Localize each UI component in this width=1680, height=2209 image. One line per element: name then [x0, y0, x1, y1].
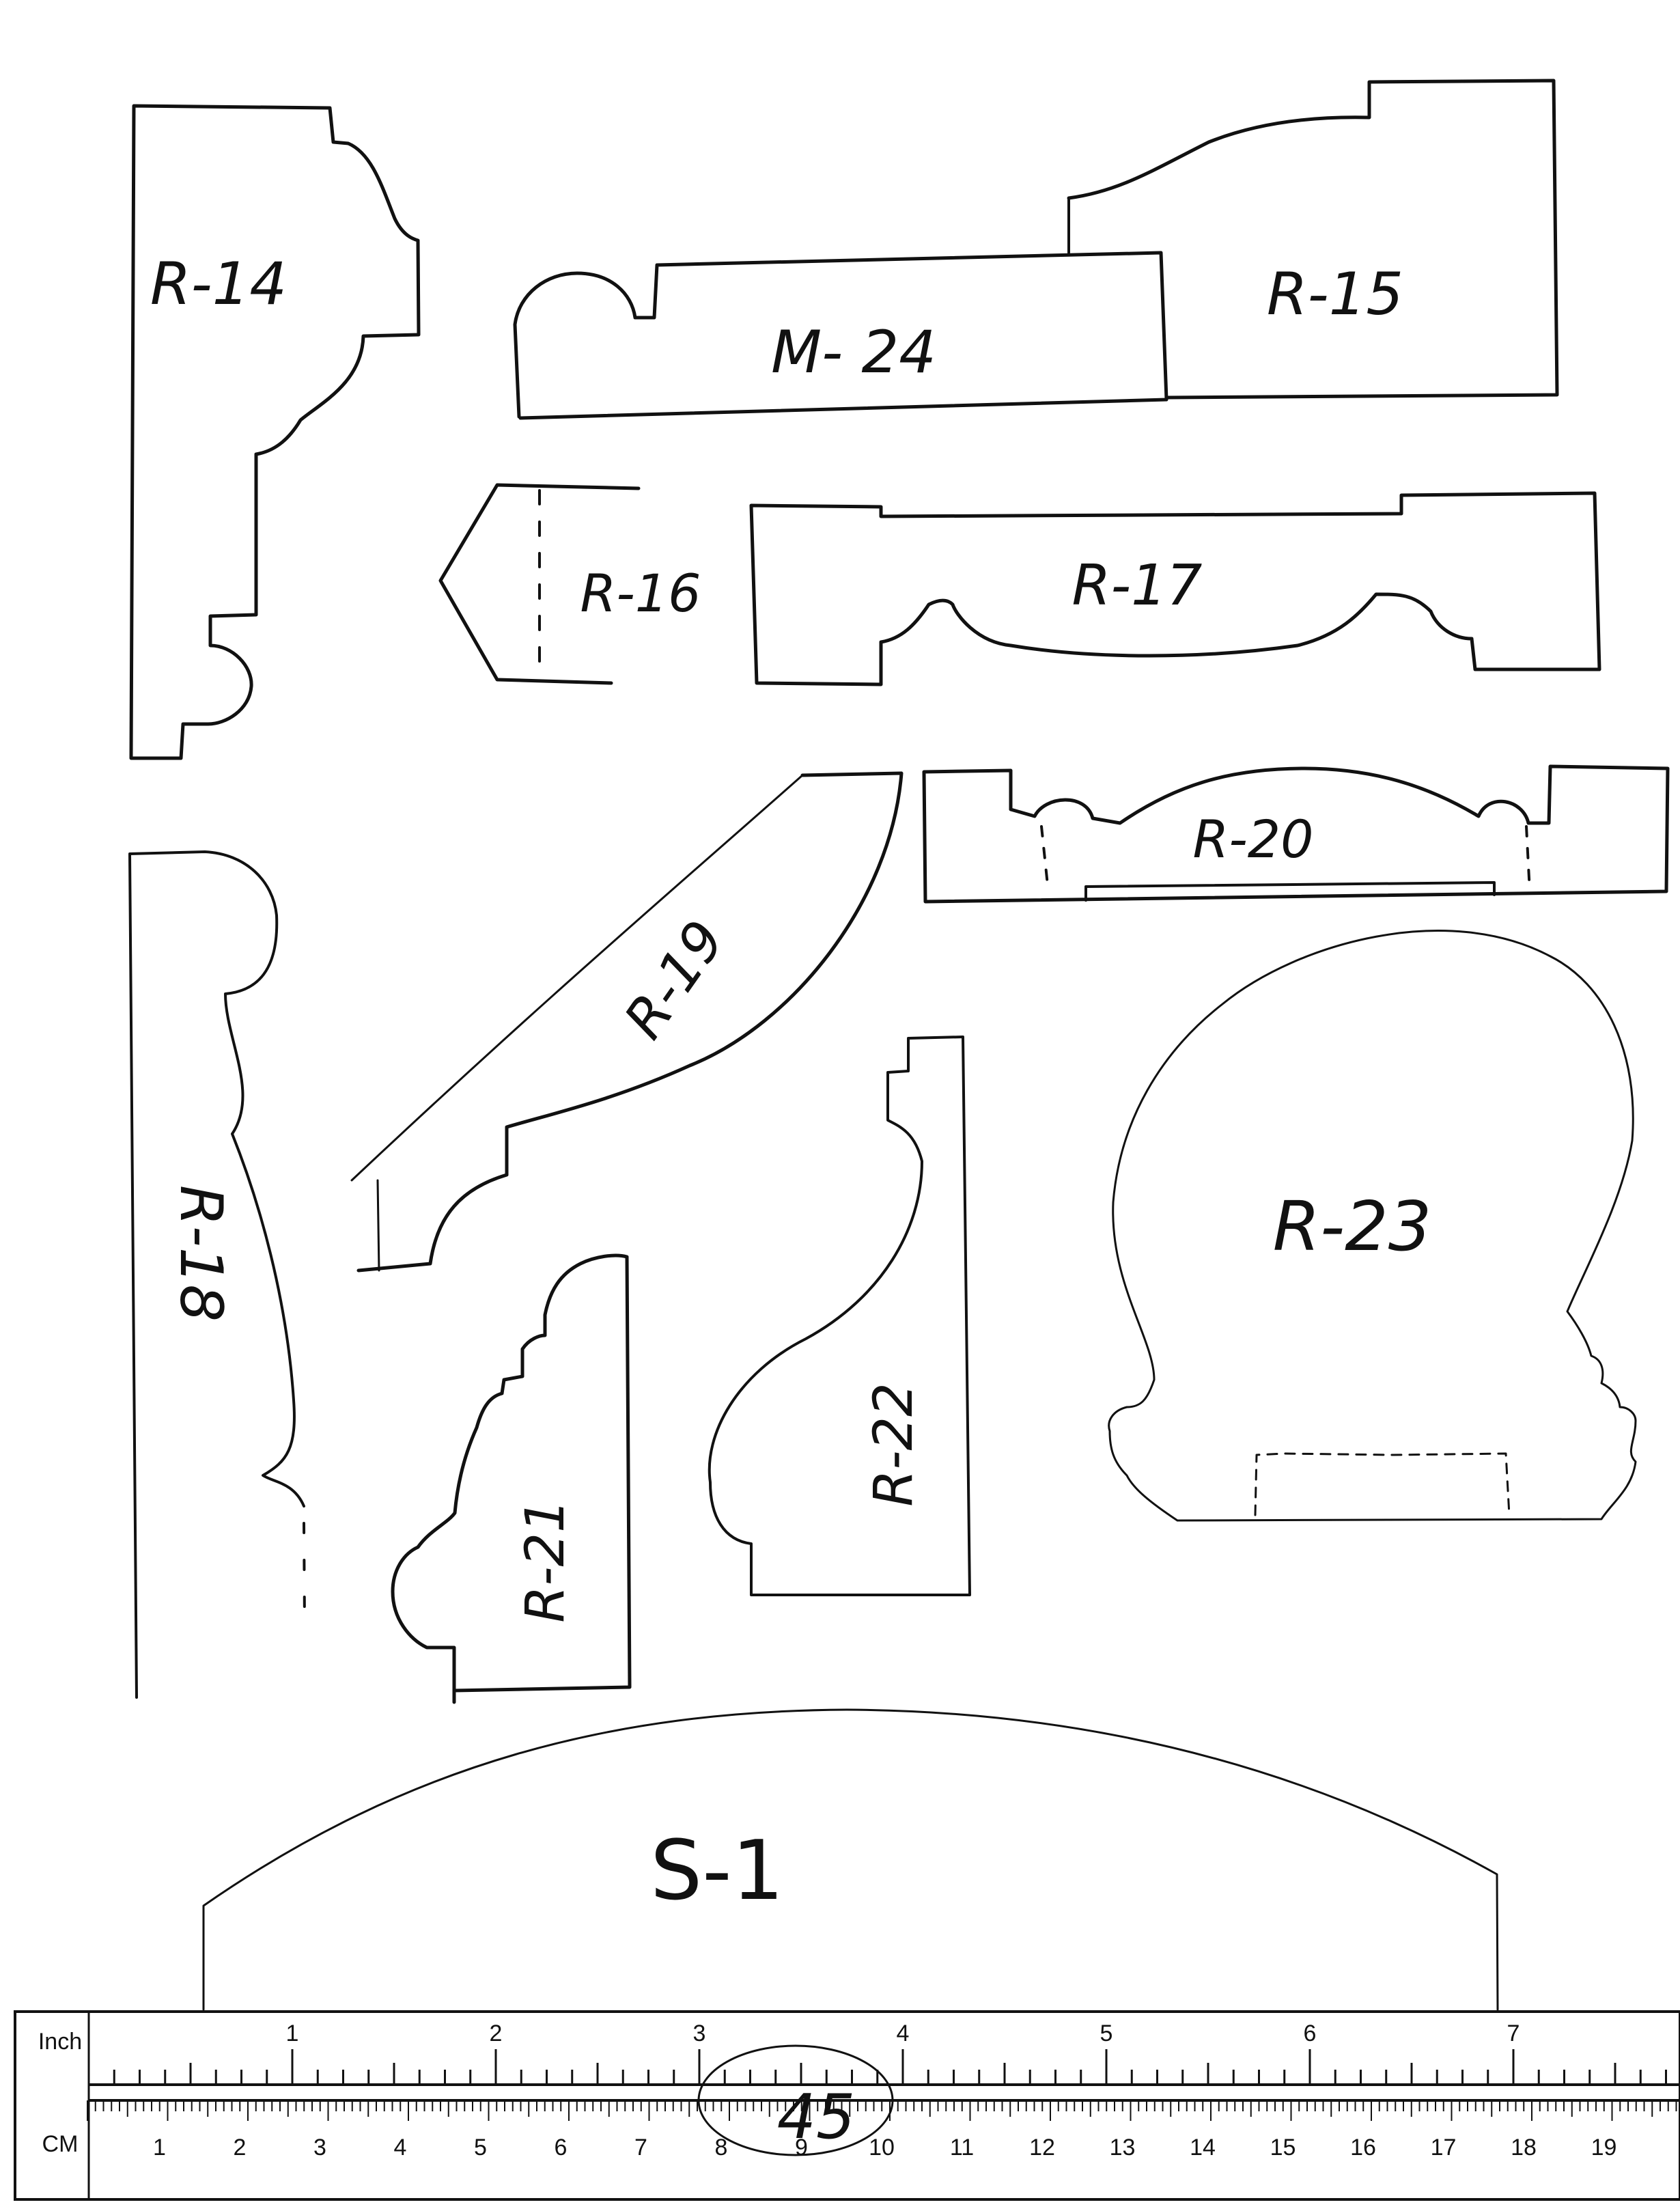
- ruler-cm-number: 18: [1511, 2135, 1537, 2161]
- profile-r20-inner-strip: [1084, 881, 1496, 902]
- profile-r14-outline: [129, 104, 421, 760]
- ruler-cm-number: 15: [1270, 2135, 1296, 2161]
- ruler-inch-number: 1: [286, 2020, 299, 2046]
- ruler-cm-number: 8: [715, 2135, 728, 2161]
- ruler-cm-number: 5: [474, 2135, 487, 2161]
- profile-r20-dashed-left: [1040, 825, 1050, 893]
- ruler-cm-ticks: [87, 2100, 1677, 2121]
- ruler-cm-label: CM: [42, 2131, 79, 2157]
- profile-r16-label: R-16: [580, 563, 701, 624]
- ruler-inch-number: 3: [693, 2020, 706, 2046]
- ruler-cm-number: 11: [950, 2135, 974, 2161]
- profile-r20-label: R-20: [1193, 809, 1314, 870]
- ruler-inch-number: 5: [1100, 2020, 1113, 2046]
- ruler-cm-number: 16: [1350, 2135, 1376, 2161]
- ruler-cm-number: 2: [234, 2135, 247, 2161]
- ruler-inch-number: 6: [1304, 2020, 1317, 2046]
- profile-r17-label: R-17: [1072, 553, 1203, 618]
- profile-s1-label: S-1: [650, 1824, 784, 1919]
- profile-r19-label: R-19: [612, 909, 737, 1050]
- profile-r21-outline: [391, 1253, 632, 1704]
- ruler-inch-ticks: [87, 2049, 1667, 2085]
- profile-r22-outline: [708, 1036, 971, 1596]
- profile-r20-dashed-right: [1525, 825, 1531, 893]
- profile-r15-label: R-15: [1267, 260, 1403, 329]
- profile-r18-outline: [128, 850, 305, 1699]
- profile-r15-outline: [1067, 79, 1559, 400]
- ruler-cm-number: 14: [1190, 2135, 1216, 2161]
- profile-m24-outline: [513, 251, 1168, 420]
- profile-r23-outline: [1108, 930, 1637, 1522]
- page-number: 45: [777, 2081, 856, 2153]
- profile-r19-outline: [356, 771, 904, 1273]
- profile-r20-outline: [922, 764, 1670, 904]
- profile-r18-break-mark: [303, 1522, 306, 1624]
- profile-m24-label: M- 24: [771, 318, 936, 387]
- profile-r23-dashed-insert: [1254, 1452, 1511, 1516]
- profile-r17-outline: [749, 491, 1601, 686]
- ruler-frame: [14, 2010, 1680, 2201]
- profile-r23-label: R-23: [1273, 1186, 1432, 1266]
- ruler-cm-number: 3: [313, 2135, 326, 2161]
- ruler-cm-number: 12: [1029, 2135, 1055, 2161]
- ruler-cm-number: 13: [1110, 2135, 1136, 2161]
- ruler-inch-label: Inch: [38, 2029, 82, 2055]
- ruler-inch-number: 7: [1507, 2020, 1520, 2046]
- ruler-inch-number: 4: [897, 2020, 910, 2046]
- profile-r22-label: R-22: [863, 1383, 925, 1507]
- ruler-cm-number: 7: [634, 2135, 647, 2161]
- ruler-cm-number: 6: [555, 2135, 568, 2161]
- ruler-cm-number: 17: [1431, 2135, 1457, 2161]
- profile-r18-label: R-18: [167, 1185, 235, 1322]
- profile-s1-outline: [202, 1708, 1499, 2011]
- profile-r16-outline: [438, 483, 641, 685]
- profile-r21-label: R-21: [515, 1499, 576, 1623]
- page-number-circle: [697, 2044, 894, 2156]
- ruler-cm-number: 19: [1591, 2135, 1617, 2161]
- profile-r14-label: R-14: [150, 250, 287, 318]
- profile-r19-back-edge: [350, 774, 804, 1272]
- ruler-cm-number: 1: [153, 2135, 166, 2161]
- ruler-inch-number: 2: [490, 2020, 503, 2046]
- ruler-cm-number: 4: [394, 2135, 407, 2161]
- ruler-cm-number: 10: [869, 2135, 895, 2161]
